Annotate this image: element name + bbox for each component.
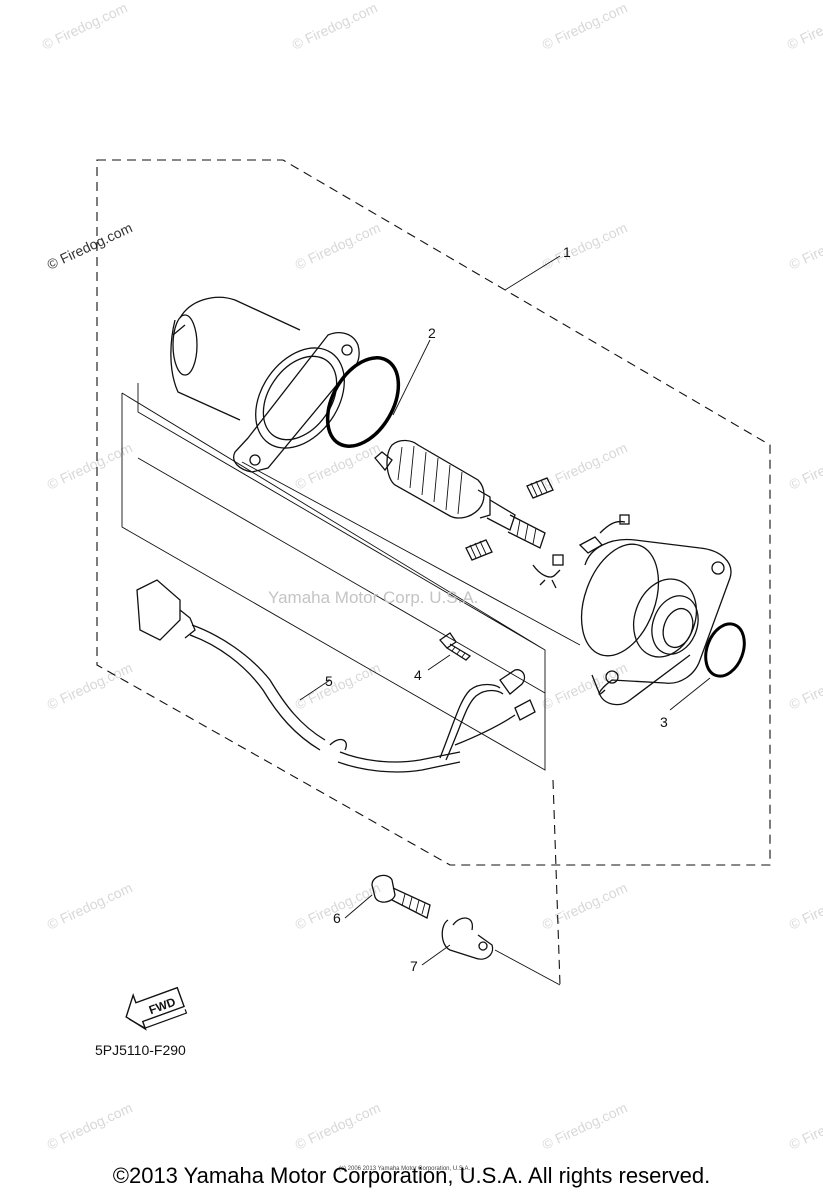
watermark: © Firedog.com: [785, 0, 823, 53]
copyright-footer: ©2013 Yamaha Motor Corporation, U.S.A. A…: [112, 1163, 711, 1188]
callout-4: 4: [414, 667, 422, 683]
watermark: © Firedog.com: [290, 0, 380, 53]
watermark: © Firedog.com: [45, 879, 135, 932]
brush-holders: [532, 514, 630, 589]
armature-assembly: [374, 439, 546, 549]
clamp: [441, 917, 494, 960]
watermark: © Firedog.com: [540, 219, 630, 272]
bolt: [371, 874, 431, 919]
watermark: © Firedog.com: [293, 439, 383, 492]
watermark: © Firedog.com: [45, 659, 135, 712]
watermark: © Firedog.com: [293, 219, 383, 272]
watermark: © Firedog.com: [787, 439, 823, 492]
watermark: © Firedog.com: [787, 659, 823, 712]
callout-2: 2: [428, 325, 436, 341]
alignment-line: [241, 461, 581, 646]
watermark-layer: © Firedog.com © Firedog.com © Firedog.co…: [40, 0, 823, 1153]
alignment-line: [494, 949, 561, 986]
callout-3: 3: [660, 714, 668, 730]
watermark: © Firedog.com: [293, 1099, 383, 1152]
watermark: © Firedog.com: [40, 0, 130, 53]
inner-box: [121, 383, 546, 771]
fine-print: (c) 2006 2013 Yamaha Motor Corporation, …: [339, 1166, 471, 1172]
watermark: © Firedog.com: [787, 219, 823, 272]
brush-springs: [465, 477, 554, 561]
watermark: © Firedog.com: [540, 439, 630, 492]
fwd-arrow-icon: FWD: [125, 986, 188, 1031]
diagram-code: 5PJ5110-F290: [95, 1042, 186, 1058]
callout-6: 6: [333, 910, 341, 926]
o-ring-large: [325, 356, 401, 448]
callout-leaders: [299, 255, 711, 966]
callout-7: 7: [410, 958, 418, 974]
o-ring-small: [704, 622, 746, 678]
watermark: © Firedog.com: [787, 879, 823, 932]
watermark: © Firedog.com: [540, 0, 630, 53]
assembly-boundary: [96, 159, 771, 866]
front-cover: [580, 538, 732, 706]
screw: [439, 632, 472, 661]
callout-5: 5: [325, 673, 333, 689]
starter-motor-yoke: [170, 296, 360, 473]
watermark: © Firedog.com: [540, 879, 630, 932]
watermark: © Firedog.com: [45, 219, 135, 272]
alignment-line: [552, 779, 561, 986]
watermark: © Firedog.com: [45, 1099, 135, 1152]
watermark: © Firedog.com: [787, 1099, 823, 1152]
watermark: © Firedog.com: [45, 439, 135, 492]
lead-wire: [136, 579, 536, 773]
watermark: © Firedog.com: [540, 1099, 630, 1152]
callout-1: 1: [563, 244, 571, 260]
center-watermark: Yamaha Motor Corp. U.S.A.: [268, 588, 478, 607]
watermark: © Firedog.com: [293, 659, 383, 712]
